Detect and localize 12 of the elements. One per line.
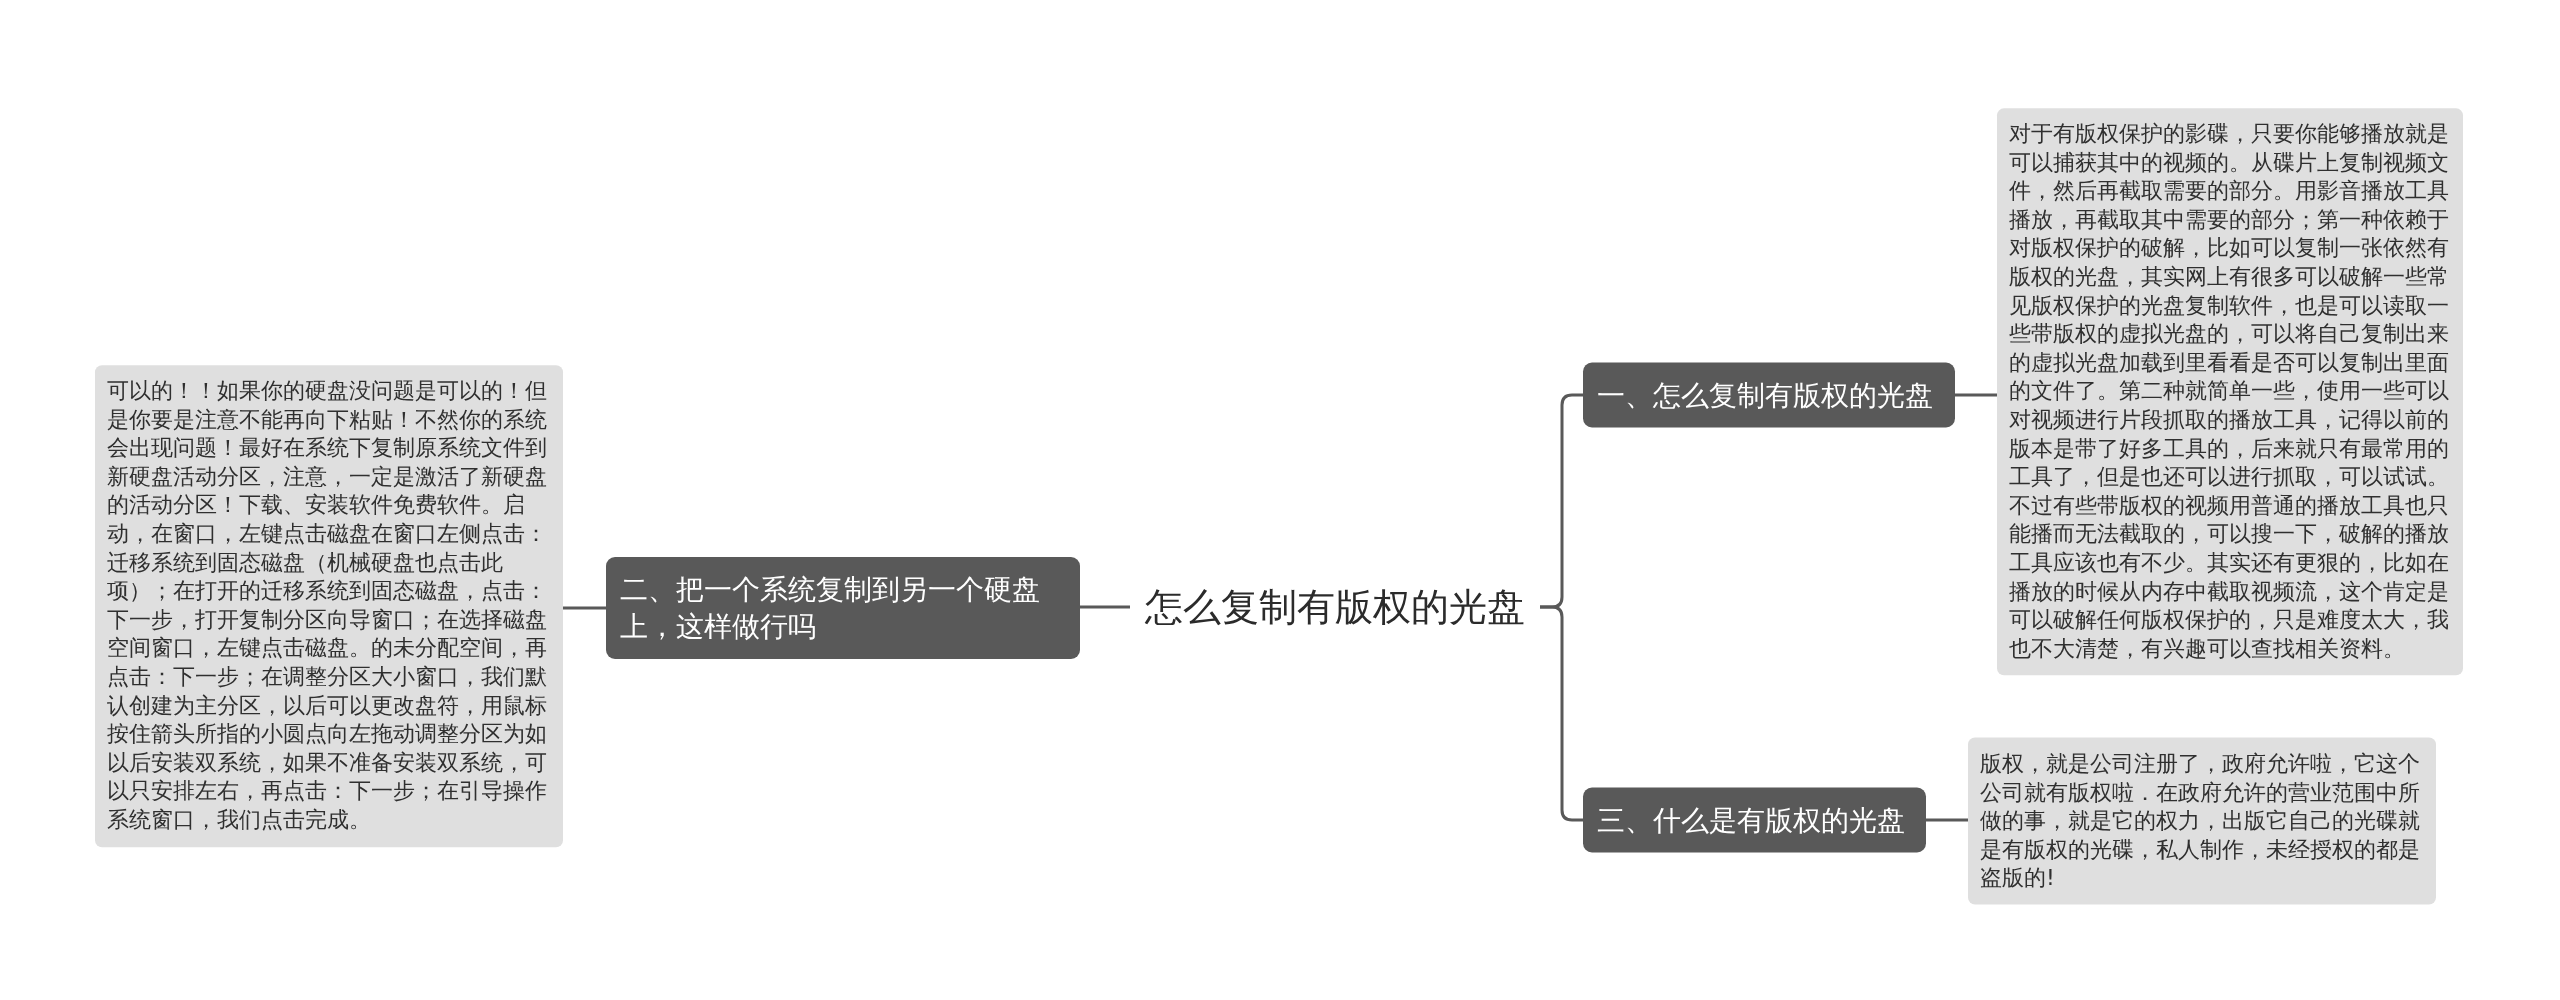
connector-line bbox=[1080, 605, 1130, 609]
central-topic: 怎么复制有版权的光盘 bbox=[1130, 578, 1540, 636]
note-box: 可以的！！如果你的硬盘没问题是可以的！但是你要是注意不能再向下粘贴！不然你的系统会出现问题！最好在系统下复制原系统文件到新硬盘活动分区，注意，一定是激活了新硬盘的活动分区！下载、安装软件免费软件。启动，在窗口，左键点击磁盘在窗口左侧点击：迁移系统到固态磁盘（机械硬盘也点击此项）；在打开的迁移系统到固态磁盘，点击：下一步，打开复制分区向导窗口；在选择磁盘空间窗口，左键点击磁盘。的未分配空间，再点击：下一步；在调整分区大小窗口，我们默认创建为主分区，以后可以更改盘符，用鼠标按住箭头所指的小圆点向左拖动调整分区为如以后安装双系统，如果不准备安装双系统，可以只安排左右，再点击：下一步；在引导操作系统窗口，我们点击完成。 bbox=[95, 365, 563, 847]
connector-line bbox=[1540, 605, 1583, 822]
branch-box: 三、什么是有版权的光盘 bbox=[1583, 787, 1926, 853]
note-box: 版权，就是公司注册了，政府允许啦，它这个公司就有版权啦．在政府允许的营业范围中所做的事，就是它的权力，出版它自己的光碟就是有版权的光碟，私人制作，未经授权的都是盗版的! bbox=[1968, 737, 2436, 905]
branch-box: 一、怎么复制有版权的光盘 bbox=[1583, 362, 1955, 428]
note-box: 对于有版权保护的影碟，只要你能够播放就是可以捕获其中的视频的。从碟片上复制视频文件，然后再截取需要的部分。用影音播放工具播放，再截取其中需要的部分；第一种依赖于对版权保护的破解，比如可以复制一张依然有版权的光盘，其实网上有很多可以破解一些常见版权保护的光盘复制软件，也是可以读取一些带版权的虚拟光盘的，可以将自己复制出来的虚拟光盘加载到里看看是否可以复制出里面的文件了。第二种就简单一些，使用一些可以对视频进行片段抓取的播放工具，记得以前的版本是带了好多工具的，后来就只有最常用的工具了，但是也还可以进行抓取，可以试试。不过有些带版权的视频用普通的播放工具也只能播而无法截取的，可以搜一下，破解的播放工具应该也有不少。其实还有更狠的，比如在播放的时候从内存中截取视频流，这个肯定是可以破解任何版权保护的，只是难度太大，我也不大清楚，有兴趣可以查找相关资料。 bbox=[1997, 108, 2463, 676]
connector-line bbox=[563, 606, 606, 610]
connector-line bbox=[1926, 818, 1968, 822]
connector-line bbox=[1955, 393, 1997, 397]
branch-box: 二、把一个系统复制到另一个硬盘上，这样做行吗 bbox=[606, 557, 1080, 659]
